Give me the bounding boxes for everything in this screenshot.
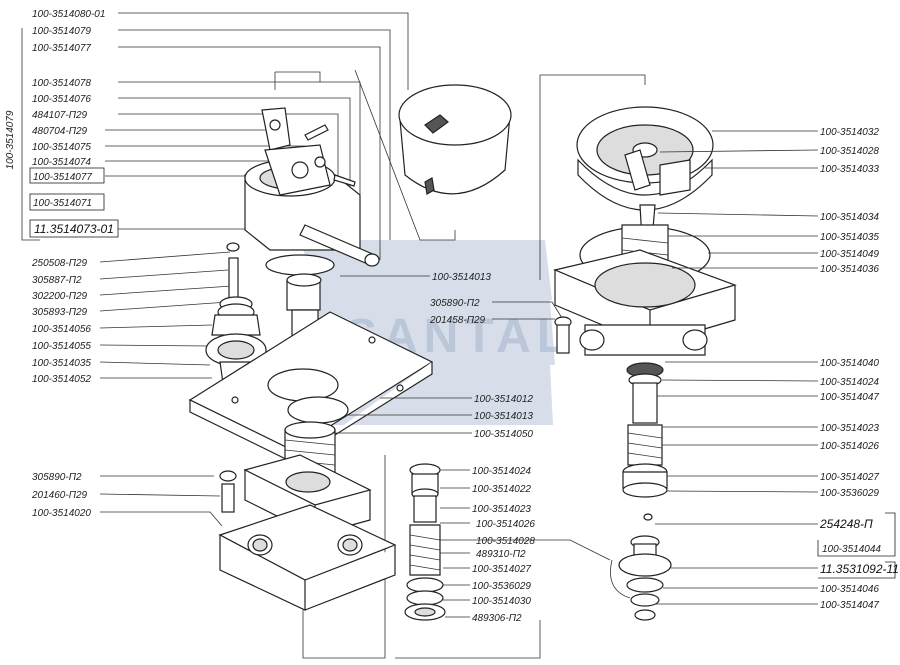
label-b2: 100-3514022 [472, 484, 531, 495]
label-l11: 100-3514071 [33, 198, 92, 209]
label-l18: 100-3514055 [32, 341, 91, 352]
left-label-group: 100-3514080-01 100-3514079 100-3514077 1… [31, 9, 114, 519]
center-label-group: 100-3514013 305890-П2 201458-П29 100-351… [429, 272, 533, 440]
label-l16: 305893-П29 [32, 307, 88, 318]
label-r2: 100-3514028 [820, 146, 879, 157]
label-r5: 100-3514035 [820, 232, 879, 243]
label-r9: 100-3514024 [820, 377, 879, 388]
label-r3: 100-3514033 [820, 164, 879, 175]
middle-piston-stack [404, 463, 446, 621]
label-r19: 100-3514047 [820, 600, 879, 611]
left-base-assembly [218, 396, 397, 611]
vertical-label: 100-3514079 [5, 110, 16, 169]
label-b8: 100-3536029 [472, 581, 531, 592]
label-c1: 100-3514013 [432, 272, 491, 283]
label-b4: 100-3514026 [476, 519, 535, 530]
box-11-3531092 [818, 561, 896, 579]
right-body [553, 249, 737, 356]
label-b5: 100-3514028 [476, 536, 535, 547]
label-r13: 100-3514027 [820, 472, 879, 483]
label-r11: 100-3514023 [820, 423, 879, 434]
label-l21: 305890-П2 [32, 472, 82, 483]
label-l5: 100-3514076 [32, 94, 91, 105]
cap-cylinder [398, 84, 512, 195]
right-small-valve [610, 513, 672, 621]
box-100-3514071 [29, 193, 105, 211]
label-r15: 254248-П [819, 517, 873, 531]
right-stem-stack [622, 362, 668, 498]
label-b3: 100-3514023 [472, 504, 531, 515]
label-l1: 100-3514080-01 [32, 9, 105, 20]
label-l20: 100-3514052 [32, 374, 91, 385]
label-r12: 100-3514026 [820, 441, 879, 452]
label-l14: 305887-П2 [32, 275, 82, 286]
label-l8: 100-3514075 [32, 142, 91, 153]
label-r8: 100-3514040 [820, 358, 879, 369]
label-b1: 100-3514024 [472, 466, 531, 477]
label-r10: 100-3514047 [820, 392, 879, 403]
label-c4: 100-3514012 [474, 394, 533, 405]
label-r16: 100-3514044 [822, 544, 881, 555]
label-r14: 100-3536029 [820, 488, 879, 499]
label-r18: 100-3514046 [820, 584, 879, 595]
box-11-3514073 [29, 219, 119, 238]
label-l15: 302200-П29 [32, 291, 88, 302]
center-leaders [332, 275, 611, 618]
bottom-label-group: 100-3514024 100-3514022 100-3514023 100-… [472, 466, 535, 624]
label-c6: 100-3514050 [474, 429, 533, 440]
label-l12: 11.3514073-01 [34, 222, 114, 236]
right-leaders [655, 130, 819, 605]
label-b6: 489310-П2 [476, 549, 526, 560]
label-b9: 100-3514030 [472, 596, 531, 607]
label-l4: 100-3514078 [32, 78, 91, 89]
label-l22: 201460-П29 [31, 490, 88, 501]
label-r4: 100-3514034 [820, 212, 879, 223]
right-label-group: 100-3514032 100-3514028 100-3514033 100-… [819, 127, 899, 611]
bracket-line [21, 28, 40, 241]
box-100-3514077 [29, 167, 105, 184]
label-l19: 100-3514035 [32, 358, 91, 369]
label-b10: 489306-П2 [472, 613, 522, 624]
label-l23: 100-3514020 [32, 508, 91, 519]
left-upper-assembly [244, 107, 380, 346]
label-r7: 100-3514036 [820, 264, 879, 275]
label-l6: 484107-П29 [32, 110, 88, 121]
label-b7: 100-3514027 [472, 564, 531, 575]
label-r6: 100-3514049 [820, 249, 879, 260]
label-r17: 11.3531092-11 [820, 562, 899, 576]
label-l7: 480704-П29 [32, 126, 88, 137]
label-c3: 201458-П29 [429, 315, 486, 326]
label-c2: 305890-П2 [430, 298, 480, 309]
label-l10: 100-3514077 [33, 172, 92, 183]
label-c5: 100-3514013 [474, 411, 533, 422]
label-l9: 100-3514074 [32, 157, 91, 168]
label-l17: 100-3514056 [32, 324, 91, 335]
label-r1: 100-3514032 [820, 127, 879, 138]
label-l13: 250508-П29 [31, 258, 88, 269]
label-l3: 100-3514077 [32, 43, 91, 54]
box-254248 [817, 512, 896, 557]
label-l2: 100-3514079 [32, 26, 91, 37]
